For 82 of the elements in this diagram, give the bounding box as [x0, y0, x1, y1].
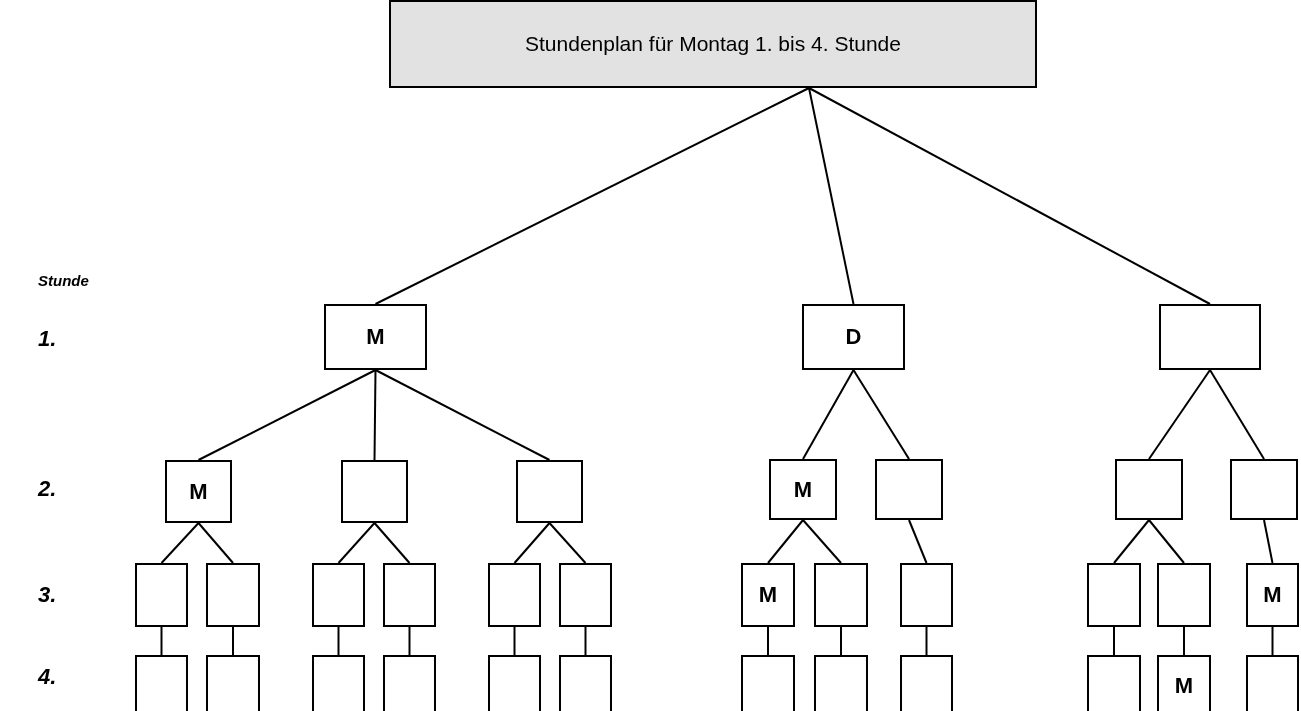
period-number: 4. — [38, 664, 57, 690]
subject-letter: M — [366, 324, 385, 350]
connector-line — [767, 626, 769, 656]
schedule-box — [900, 563, 953, 627]
connector-line — [1148, 369, 1211, 460]
schedule-box — [802, 304, 905, 370]
subject-letter: M — [1174, 673, 1194, 699]
connector-line — [1263, 519, 1274, 564]
connector-line — [337, 626, 340, 656]
period-number: 1. — [38, 326, 57, 352]
schedule-box — [1087, 563, 1141, 627]
schedule-box — [741, 655, 795, 711]
schedule-box — [206, 655, 260, 711]
schedule-box — [900, 655, 953, 711]
subject-letter: M — [189, 478, 208, 505]
schedule-box — [135, 563, 188, 627]
connector-line — [852, 369, 910, 460]
schedule-box — [1230, 459, 1298, 520]
schedule-box — [383, 563, 436, 627]
schedule-box — [488, 563, 541, 627]
schedule-box — [1246, 563, 1299, 627]
schedule-box — [559, 655, 612, 711]
schedule-box — [814, 655, 868, 711]
connector-line — [160, 626, 163, 656]
connector-line — [584, 626, 587, 656]
connector-line — [767, 519, 804, 564]
schedule-box — [741, 563, 795, 627]
schedule-box — [516, 460, 583, 523]
connector-line — [808, 87, 1211, 305]
connector-line — [802, 369, 855, 460]
connector-line — [373, 522, 411, 564]
schedule-box — [769, 459, 837, 520]
period-number: 2. — [38, 476, 57, 502]
connector-line — [1183, 626, 1185, 656]
column-heading: Stunde — [38, 272, 89, 289]
subject-letter: D — [845, 324, 862, 350]
schedule-box — [165, 460, 232, 523]
schedule-box — [1157, 563, 1211, 627]
schedule-box — [312, 563, 365, 627]
schedule-box — [383, 655, 436, 711]
period-number: 3. — [38, 582, 57, 608]
connector-line — [908, 519, 928, 564]
schedule-box — [324, 304, 427, 370]
schedule-box — [1115, 459, 1183, 520]
schedule-box — [206, 563, 260, 627]
connector-line — [197, 369, 377, 461]
subject-letter: M — [793, 476, 813, 503]
connector-line — [840, 626, 842, 656]
connector-line — [548, 522, 587, 564]
schedule-box — [1157, 655, 1211, 711]
connector-line — [802, 519, 842, 564]
connector-line — [1113, 519, 1150, 564]
schedule-box — [488, 655, 541, 711]
connector-line — [232, 626, 234, 656]
connector-line — [808, 87, 855, 305]
schedule-box — [875, 459, 943, 520]
schedule-box — [559, 563, 612, 627]
connector-line — [160, 522, 200, 564]
schedule-box — [312, 655, 365, 711]
connector-line — [408, 626, 411, 656]
subject-letter: M — [1263, 582, 1282, 608]
connector-line — [925, 626, 928, 656]
connector-line — [197, 522, 234, 564]
title-text: Stundenplan für Montag 1. bis 4. Stunde — [525, 32, 901, 56]
connector-line — [337, 522, 376, 564]
connector-line — [374, 87, 810, 305]
subject-letter: M — [758, 582, 778, 608]
connector-line — [513, 626, 516, 656]
connector-line — [1148, 519, 1185, 564]
title-box — [389, 0, 1037, 88]
connector-line — [1113, 626, 1115, 656]
connector-line — [1271, 626, 1274, 656]
connector-line — [513, 522, 551, 564]
schedule-box — [1246, 655, 1299, 711]
connector-line — [1209, 369, 1265, 460]
connector-line — [374, 369, 551, 461]
schedule-box — [1087, 655, 1141, 711]
connector-line — [373, 369, 377, 461]
schedule-box — [814, 563, 868, 627]
schedule-box — [1159, 304, 1261, 370]
schedule-box — [135, 655, 188, 711]
schedule-box — [341, 460, 408, 523]
